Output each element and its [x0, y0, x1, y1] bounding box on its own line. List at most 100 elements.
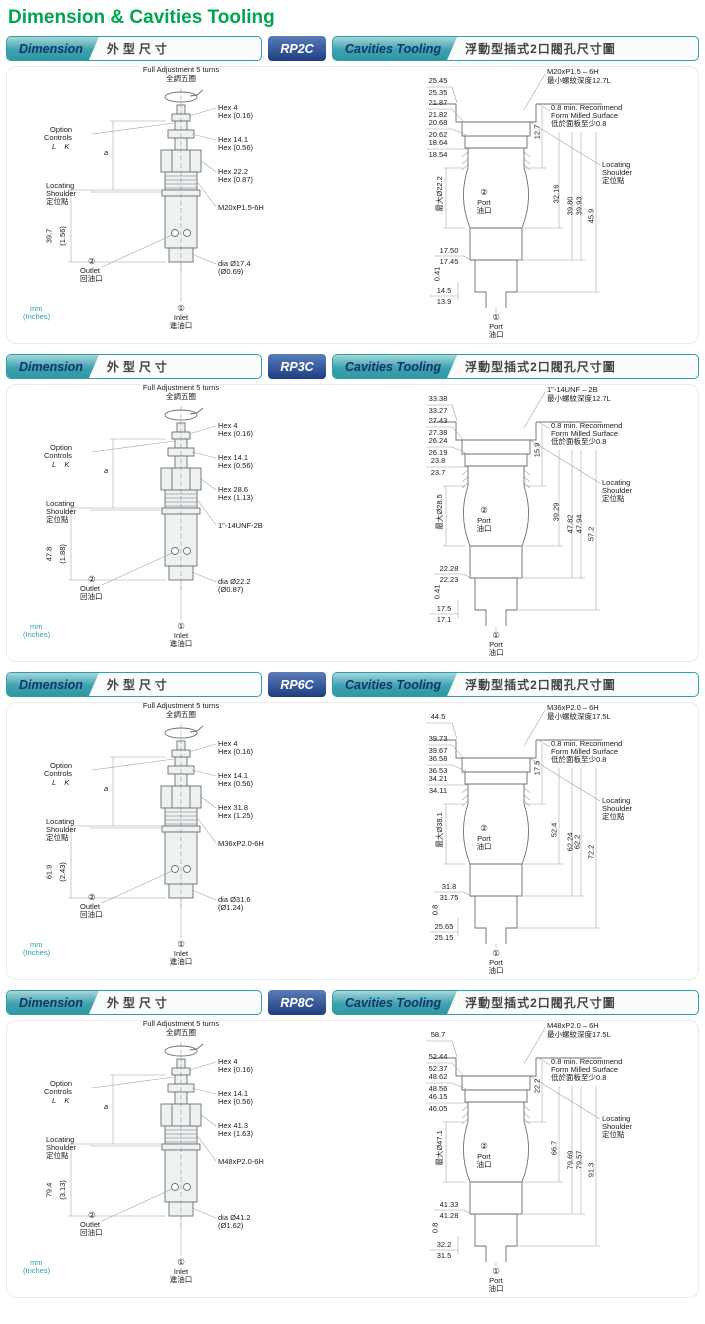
full-adjustment-label-cn: 全調五圈: [166, 710, 196, 719]
technical-drawing: [68, 73, 602, 312]
dimension-label: Dimension: [7, 991, 99, 1014]
bottom-pair-1-top: 31.8: [441, 882, 457, 891]
milled-surface-note-1: 0.8 min. Recommend: [551, 1057, 623, 1066]
port1-circle: ①: [492, 630, 500, 640]
cavities-label-cn: 浮動型插式2口閥孔尺寸圖: [465, 42, 616, 56]
port1-label: Port: [489, 322, 503, 331]
dimension-label-cn: 外型尺寸: [106, 678, 171, 692]
port2-label: Port: [477, 198, 491, 207]
cavities-label: Cavities Tooling: [333, 355, 457, 378]
section-body: Full Adjustment 5 turns 全調五圈 Hex 4 Hex (…: [6, 382, 699, 664]
outlet-circle-2: ②: [88, 256, 96, 266]
hex-body-label: Hex 22.2: [218, 167, 249, 176]
units-mm: mm: [30, 304, 43, 313]
cavity-drawing: [426, 1027, 602, 1266]
dim-pair-4-top: 18.64: [428, 138, 448, 147]
hex-top-label-in: Hex (0.16): [218, 1065, 254, 1074]
port1-circle: ①: [492, 1266, 500, 1276]
dia-label-in: (Ø0.69): [218, 267, 244, 276]
option-controls-label-3: L K: [52, 142, 70, 151]
port1-label-cn: 油口: [488, 648, 504, 657]
cavities-label: Cavities Tooling: [333, 673, 457, 696]
option-controls-label-1: Option: [50, 443, 73, 452]
option-controls-label-1: Option: [50, 761, 73, 770]
drawing-card: [6, 384, 699, 662]
bottom-pair-2-top: 32.2: [436, 1240, 452, 1249]
port1-label: Port: [489, 958, 503, 967]
height-dim: 47.8: [44, 546, 54, 562]
option-controls-label-3: L K: [52, 778, 70, 787]
cavities-label: Cavities Tooling: [333, 37, 457, 60]
bottom-pair-2-bot: 13.9: [436, 297, 452, 306]
dim-pair-1-top: 25.45: [428, 76, 448, 85]
hex-mid-label: Hex 14.1: [218, 1089, 249, 1098]
small-dim: 0.8: [430, 1222, 440, 1234]
technical-drawing: [68, 1027, 602, 1266]
units-inches: (Inches): [23, 630, 51, 639]
dim-pair-4-bot: 18.54: [428, 150, 448, 159]
bottom-pair-1-bot: 17.45: [439, 257, 459, 266]
full-adjustment-label: Full Adjustment 5 turns: [142, 383, 220, 392]
cavity-locating-shoulder-cn: 定位點: [602, 176, 625, 185]
locating-shoulder-label-cn: 定位點: [46, 515, 69, 524]
option-controls-label-2: Controls: [44, 133, 72, 142]
dim-pair-4-bot: 34.11: [428, 786, 448, 795]
dimension-header-pill: Dimension 外型尺寸: [6, 990, 262, 1015]
hex-body-label-in: Hex (1.13): [218, 493, 254, 502]
milled-surface-note-1: 0.8 min. Recommend: [551, 739, 623, 748]
dia-label: dia Ø22.2: [218, 577, 251, 586]
outlet-label: Outlet: [80, 1220, 101, 1229]
section-body: Full Adjustment 5 turns 全調五圈 Hex 4 Hex (…: [6, 64, 699, 346]
dim-pair-3-bot: 36.53: [428, 766, 448, 775]
inlet-label: Inlet: [173, 313, 189, 322]
cavities-header-pill: Cavities Tooling 浮動型插式2口閥孔尺寸圖: [332, 990, 699, 1015]
dim-pair-3-bot: 48.56: [428, 1084, 448, 1093]
dia-label: dia Ø17.4: [218, 259, 251, 268]
hex-body-label: Hex 41.3: [218, 1121, 249, 1130]
dim-pair-2-top: 21.87: [428, 98, 448, 107]
small-dim: 0.41: [432, 266, 442, 282]
dia-label: dia Ø41.2: [218, 1213, 251, 1222]
max-dia-label: 最大Ø47.1: [434, 1130, 444, 1166]
depth-dim-3b: 79.57: [574, 1150, 584, 1170]
milled-surface-note-1: 0.8 min. Recommend: [551, 103, 623, 112]
bottom-pair-2-bot: 17.1: [436, 615, 452, 624]
height-dim-in: (3.13): [57, 1180, 67, 1200]
locating-shoulder-label-1: Locating: [46, 181, 75, 190]
milled-surface-note-1: 0.8 min. Recommend: [551, 421, 623, 430]
dim-pair-2-bot: 27.38: [428, 428, 448, 437]
milled-surface-note-2: Form Milled Surface: [551, 1065, 619, 1074]
locating-shoulder-label-1: Locating: [46, 817, 75, 826]
dim-pair-3-top: 26.24: [428, 436, 448, 445]
dim-pair-3-top: 48.62: [428, 1072, 448, 1081]
dim-a-label: a: [104, 1102, 109, 1111]
section-header: Dimension 外型尺寸 RP6C Cavities Tooling 浮動型…: [6, 672, 699, 697]
valve-thread-label: M20xP1.5-6H: [218, 203, 264, 212]
port2-label: Port: [477, 516, 491, 525]
dim-pair-4-top: 34.21: [428, 774, 448, 783]
outlet-label-cn: 回油口: [80, 910, 103, 919]
units-mm: mm: [30, 622, 43, 631]
port1-label-cn: 油口: [488, 330, 504, 339]
max-dia-label: 最大Ø22.2: [434, 176, 444, 212]
hex-top-label-in: Hex (0.16): [218, 111, 254, 120]
valve-drawing: [68, 88, 217, 302]
depth-dim-3a: 47.82: [565, 514, 575, 534]
dim-a-label: a: [104, 784, 109, 793]
full-adjustment-label-cn: 全調五圈: [166, 1028, 196, 1037]
dim-a-label: a: [104, 466, 109, 475]
dimension-header-pill: Dimension 外型尺寸: [6, 354, 262, 379]
drawing-card: [6, 702, 699, 980]
hex-body-label: Hex 31.8: [218, 803, 249, 812]
dimension-header-pill: Dimension 外型尺寸: [6, 36, 262, 61]
cavities-label-cn: 浮動型插式2口閥孔尺寸圖: [465, 678, 616, 692]
full-adjustment-label: Full Adjustment 5 turns: [142, 65, 220, 74]
hex-mid-label: Hex 14.1: [218, 135, 249, 144]
dimension-label-cn: 外型尺寸: [106, 360, 171, 374]
port2-circle: ②: [480, 823, 488, 833]
outlet-circle-2: ②: [88, 1210, 96, 1220]
inlet-circle-1: ①: [177, 939, 185, 949]
dim-pair-2-top: 52.44: [428, 1052, 448, 1061]
cavity-locating-shoulder-2: Shoulder: [602, 804, 633, 813]
page-title: Dimension & Cavities Tooling: [8, 7, 275, 28]
